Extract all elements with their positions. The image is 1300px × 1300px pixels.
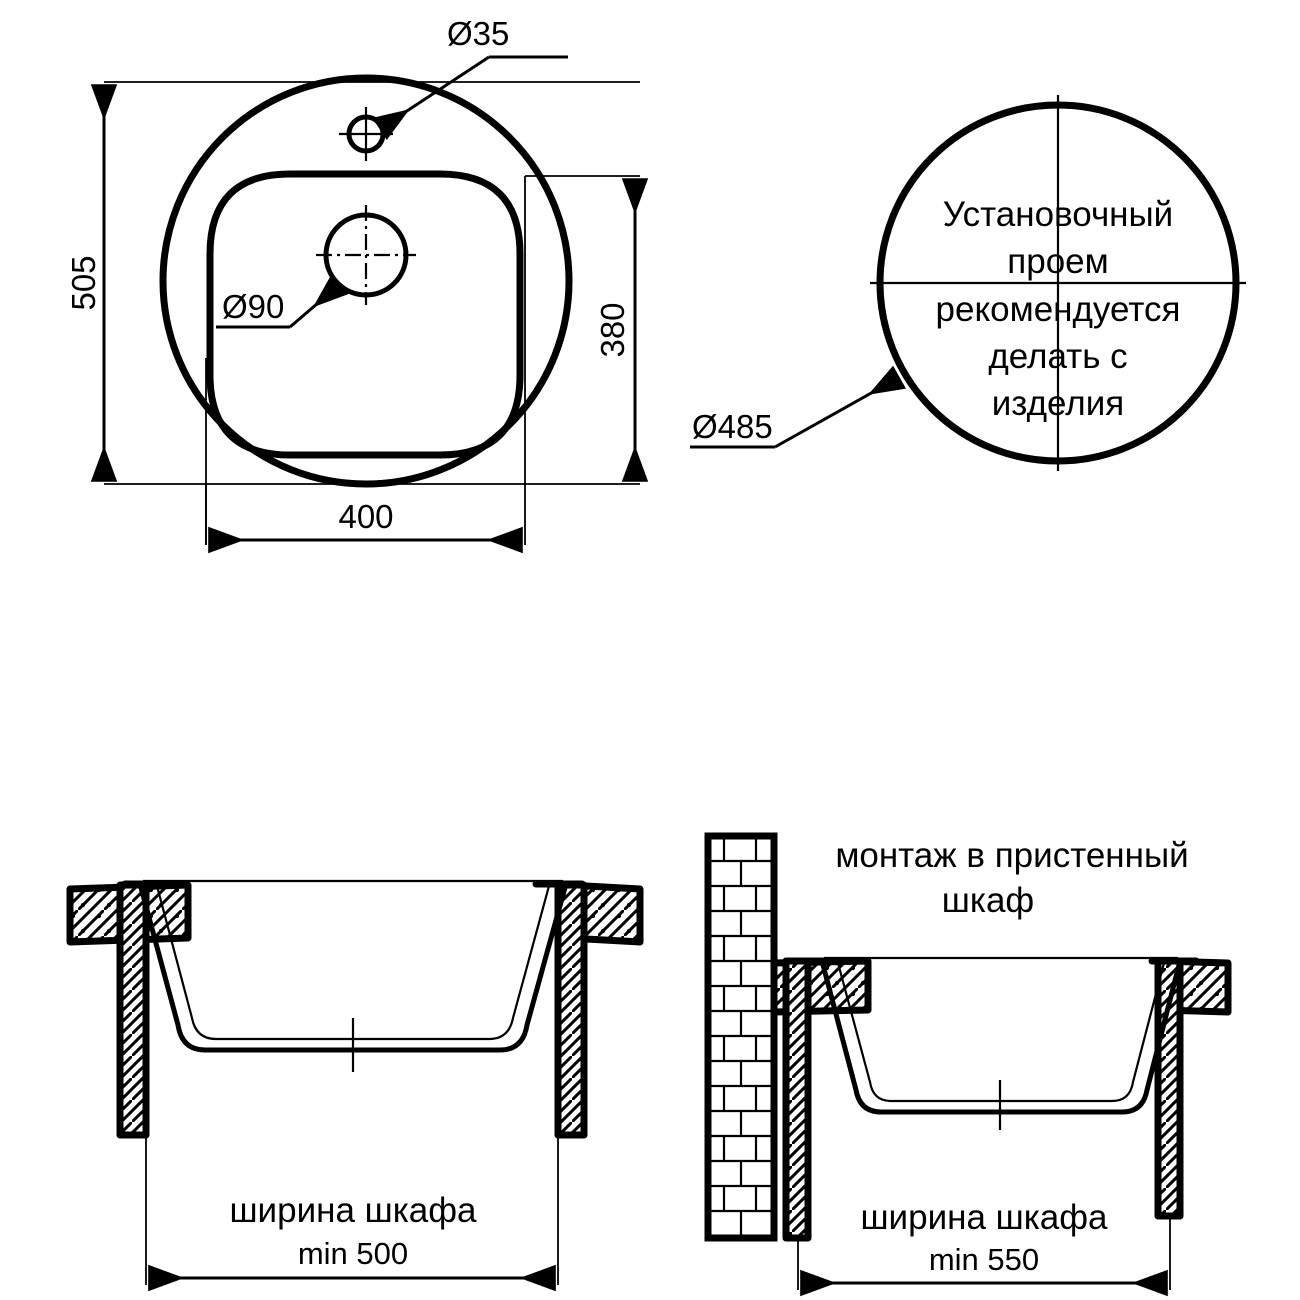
cabinet-panel-left-wall [782, 957, 812, 1242]
tap-hole-leader [372, 55, 568, 141]
cabinet-width-label: ширина шкафа [229, 1191, 477, 1230]
cabinet-width-extension-lines-wall [797, 1216, 1171, 1290]
wall-cabinet-caption-line-2: шкаф [942, 881, 1034, 920]
cabinet-width-extension-lines [145, 1135, 559, 1285]
dimension-380-label: 380 [594, 302, 631, 357]
dimension-400-label: 400 [338, 498, 393, 535]
cutout-note-line-5: изделия [992, 384, 1124, 423]
cabinet-width-min-label-wall: min 550 [929, 1242, 1039, 1277]
tap-hole-dimension-label: Ø35 [447, 15, 509, 52]
sink-bowl-outline [206, 170, 524, 459]
cabinet-width-label-wall: ширина шкафа [860, 1198, 1108, 1237]
dimension-400: 400 [208, 498, 523, 554]
cutout-note-line-3: рекомендуется [936, 290, 1181, 329]
dimension-505-label: 505 [65, 255, 102, 310]
cutout-note-line-4: делать с [988, 337, 1127, 376]
drain-hole-group [316, 205, 416, 305]
cabinet-panel-right [554, 881, 588, 1139]
cutout-diameter-label: Ø485 [692, 408, 773, 445]
drain-hole-dimension-label: Ø90 [222, 288, 284, 325]
section-wall-cabinet: монтаж в пристенный шкаф [704, 832, 1232, 1297]
dimension-cabinet-width-550: ширина шкафа min 550 [800, 1198, 1168, 1297]
cutout-note-line-2: проем [1007, 242, 1108, 281]
basin-outer-profile-wall [819, 958, 1183, 1115]
cutout-circle-view: Установочный проем рекомендуется делать … [690, 95, 1246, 471]
brick-wall [704, 832, 778, 1242]
cabinet-panel-left [116, 881, 150, 1139]
cutout-note-line-1: Установочный [943, 195, 1173, 234]
wall-cabinet-caption-line-1: монтаж в пристенный [835, 836, 1188, 875]
basin-inner-profile-wall [836, 962, 1166, 1103]
dimension-505: 505 [65, 84, 118, 482]
sink-outer-circle [159, 74, 573, 488]
section-standard-cabinet: ширина шкафа min 500 [66, 879, 644, 1292]
dimension-cabinet-width-500: ширина шкафа min 500 [148, 1191, 556, 1292]
top-view-sink: Ø35 Ø90 505 380 400 [65, 15, 649, 554]
cutout-note: Установочный проем рекомендуется делать … [936, 195, 1181, 423]
cutout-diameter-leader [690, 365, 907, 449]
cabinet-width-min-label: min 500 [298, 1236, 408, 1271]
dimension-380: 380 [594, 178, 649, 482]
drain-hole-leader [216, 273, 349, 329]
